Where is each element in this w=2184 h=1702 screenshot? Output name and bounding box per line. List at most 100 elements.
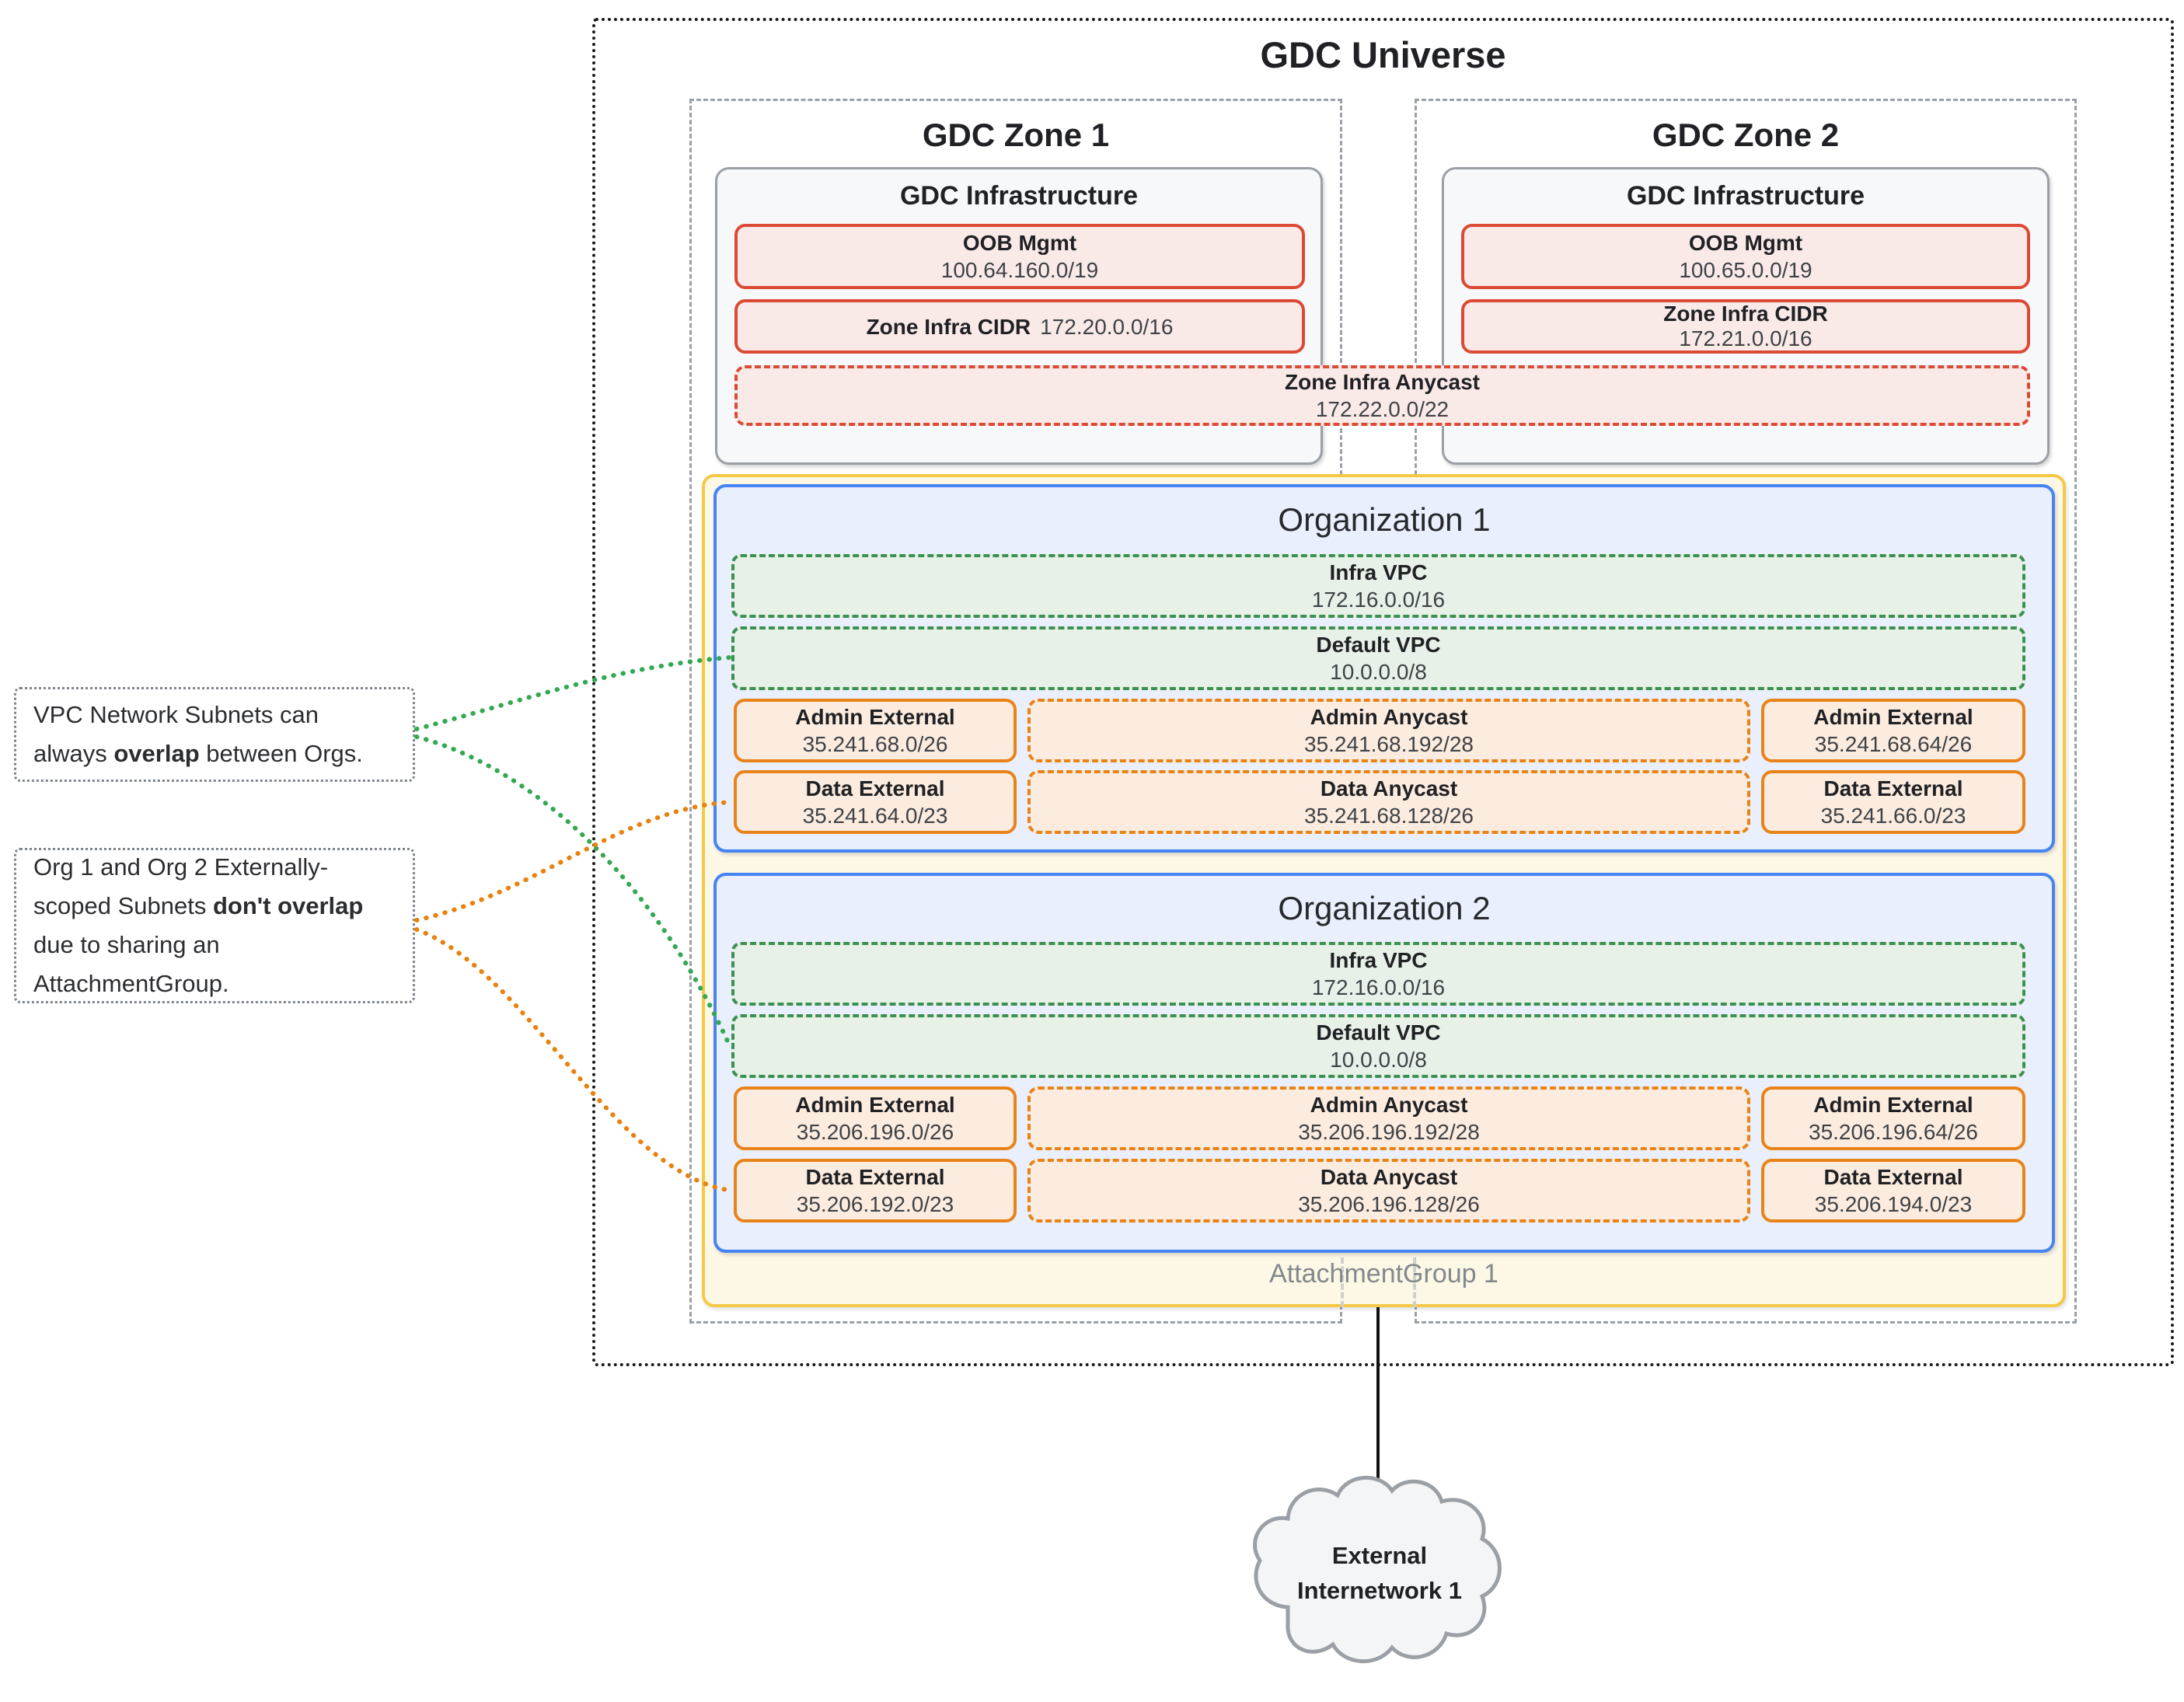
zone2-infra-cidr-box: Zone Infra CIDR 172.21.0.0/16 — [1461, 299, 2030, 354]
org1-data-external-left-box: Data External 35.241.64.0/23 — [734, 770, 1017, 834]
org1-default-vpc-label: Default VPC — [1316, 633, 1441, 657]
org1-data-anycast-label: Data Anycast — [1320, 776, 1458, 800]
org2-data-external-left-box: Data External 35.206.192.0/23 — [734, 1159, 1017, 1222]
org2-admin-anycast-label: Admin Anycast — [1310, 1093, 1468, 1117]
green-connector-org2 — [414, 734, 732, 1048]
cloud-shape — [1253, 1475, 1502, 1664]
org2-data-external-right-box: Data External 35.206.194.0/23 — [1761, 1159, 2025, 1222]
org2-default-vpc-box: Default VPC 10.0.0.0/8 — [731, 1014, 2025, 1078]
zone2-infrastructure-title-text: GDC Infrastructure — [1626, 180, 1865, 211]
external-internetwork-line1: External — [1331, 1542, 1428, 1570]
org1-data-anycast-box: Data Anycast 35.241.68.128/26 — [1027, 770, 1750, 834]
zone2-infrastructure-title: GDC Infrastructure — [1442, 179, 2050, 213]
gdc-zone-1-title: GDC Zone 1 — [689, 115, 1342, 155]
annotation-no-overlap-text: Org 1 and Org 2 Externally-scoped Subnet… — [33, 853, 364, 998]
zone1-infra-cidr-label: Zone Infra CIDR — [866, 314, 1031, 339]
org2-admin-external-right-box: Admin External 35.206.196.64/26 — [1761, 1086, 2025, 1150]
org1-admin-external-right-box: Admin External 35.241.68.64/26 — [1761, 699, 2025, 762]
annotation-overlap-note: VPC Network Subnets can always overlap b… — [14, 687, 415, 782]
zone2-infra-cidr-value: 172.21.0.0/16 — [1679, 326, 1812, 351]
org1-data-external-right-box: Data External 35.241.66.0/23 — [1761, 770, 2025, 834]
org1-infra-vpc-box: Infra VPC 172.16.0.0/16 — [731, 554, 2025, 618]
org1-infra-vpc-label: Infra VPC — [1329, 560, 1428, 584]
gdc-universe-box — [592, 18, 2174, 1366]
annotation-overlap-text: VPC Network Subnets can always overlap b… — [33, 700, 363, 767]
annotation-no-overlap-bold: don't overlap — [212, 891, 364, 919]
organization2-title: Organization 2 — [713, 886, 2055, 931]
zone-infra-anycast-box: Zone Infra Anycast 172.22.0.0/22 — [734, 365, 2030, 426]
attachment-group-label-text: AttachmentGroup 1 — [1269, 1258, 1498, 1289]
org2-data-external-left-label: Data External — [805, 1165, 945, 1189]
org1-admin-anycast-cidr: 35.241.68.192/28 — [1304, 732, 1474, 756]
zone1-border-stub — [1341, 1257, 1344, 1307]
zone1-infra-cidr-value: 172.20.0.0/16 — [1040, 314, 1174, 339]
annotation-overlap-bold: overlap — [113, 740, 200, 767]
org2-data-anycast-label: Data Anycast — [1320, 1165, 1458, 1189]
org2-data-anycast-box: Data Anycast 35.206.196.128/26 — [1027, 1159, 1750, 1222]
zone1-oob-mgmt-box: OOB Mgmt 100.64.160.0/19 — [734, 224, 1305, 289]
org1-admin-anycast-box: Admin Anycast 35.241.68.192/28 — [1027, 699, 1750, 762]
zone2-oob-cidr: 100.65.0.0/19 — [1679, 258, 1812, 282]
org2-default-vpc-cidr: 10.0.0.0/8 — [1330, 1048, 1427, 1072]
zone2-infra-cidr-label: Zone Infra CIDR — [1663, 301, 1828, 326]
org1-admin-external-left-cidr: 35.241.68.0/26 — [802, 732, 948, 756]
org1-admin-external-left-label: Admin External — [795, 705, 955, 729]
orange-connector-org1 — [414, 800, 734, 922]
org1-infra-vpc-cidr: 172.16.0.0/16 — [1311, 588, 1446, 612]
org2-infra-vpc-cidr: 172.16.0.0/16 — [1311, 975, 1446, 999]
zone1-infra-cidr-line: Zone Infra CIDR 172.20.0.0/16 — [867, 313, 1174, 340]
zone1-infrastructure-title-text: GDC Infrastructure — [899, 180, 1139, 211]
zone2-oob-mgmt-box: OOB Mgmt 100.65.0.0/19 — [1461, 224, 2030, 289]
annotation-no-overlap-note: Org 1 and Org 2 Externally-scoped Subnet… — [14, 848, 415, 1003]
external-internetwork-line2: Internetwork 1 — [1297, 1577, 1462, 1604]
zone-infra-anycast-cidr: 172.22.0.0/22 — [1315, 397, 1450, 421]
org2-infra-vpc-box: Infra VPC 172.16.0.0/16 — [731, 942, 2025, 1006]
organization1-title: Organization 1 — [713, 497, 2055, 542]
zone-infra-anycast-label: Zone Infra Anycast — [1284, 370, 1480, 394]
org2-admin-external-right-cidr: 35.206.196.64/26 — [1809, 1120, 1978, 1144]
org1-data-anycast-cidr: 35.241.68.128/26 — [1304, 804, 1474, 828]
gdc-universe-title-text: GDC Universe — [1260, 33, 1506, 75]
organization2-title-text: Organization 2 — [1278, 890, 1491, 926]
org2-admin-anycast-box: Admin Anycast 35.206.196.192/28 — [1027, 1086, 1750, 1150]
org1-admin-external-right-cidr: 35.241.68.64/26 — [1814, 732, 1973, 756]
zone2-border-stub — [1413, 1257, 1416, 1307]
org2-admin-external-left-box: Admin External 35.206.196.0/26 — [734, 1086, 1017, 1150]
org2-default-vpc-label: Default VPC — [1316, 1020, 1441, 1045]
org2-data-external-right-label: Data External — [1823, 1165, 1963, 1189]
org2-admin-external-left-label: Admin External — [795, 1093, 955, 1117]
zone1-infra-cidr-box: Zone Infra CIDR 172.20.0.0/16 — [734, 299, 1305, 354]
zone1-oob-cidr: 100.64.160.0/19 — [940, 258, 1099, 282]
org2-infra-vpc-label: Infra VPC — [1329, 948, 1428, 972]
org2-data-external-left-cidr: 35.206.192.0/23 — [796, 1192, 954, 1216]
gdc-universe-title: GDC Universe — [981, 31, 1785, 78]
attachment-to-cloud-line — [1376, 1307, 1380, 1478]
org1-default-vpc-box: Default VPC 10.0.0.0/8 — [731, 626, 2025, 690]
external-internetwork-label: External Internetwork 1 — [1255, 1535, 1504, 1613]
org1-data-external-right-cidr: 35.241.66.0/23 — [1820, 804, 1966, 828]
gdc-zone-2-title-text: GDC Zone 2 — [1652, 117, 1840, 153]
org2-admin-external-right-label: Admin External — [1813, 1093, 1973, 1117]
external-internetwork-cloud — [1253, 1475, 1502, 1664]
zone2-oob-label: OOB Mgmt — [1688, 231, 1803, 255]
org1-data-external-left-label: Data External — [805, 776, 945, 800]
org2-admin-anycast-cidr: 35.206.196.192/28 — [1298, 1120, 1480, 1144]
attachment-group-label: AttachmentGroup 1 — [702, 1254, 2066, 1293]
org1-default-vpc-cidr: 10.0.0.0/8 — [1330, 660, 1427, 684]
org1-admin-anycast-label: Admin Anycast — [1310, 705, 1468, 729]
zone1-infrastructure-title: GDC Infrastructure — [715, 179, 1323, 213]
org1-admin-external-left-box: Admin External 35.241.68.0/26 — [734, 699, 1017, 762]
gdc-zone-1-title-text: GDC Zone 1 — [922, 117, 1110, 153]
green-connector-org1 — [414, 655, 732, 731]
org2-admin-external-left-cidr: 35.206.196.0/26 — [796, 1120, 954, 1144]
orange-connector-org2 — [414, 927, 734, 1193]
org2-data-anycast-cidr: 35.206.196.128/26 — [1298, 1192, 1480, 1216]
organization1-title-text: Organization 1 — [1278, 501, 1491, 538]
org1-data-external-left-cidr: 35.241.64.0/23 — [802, 804, 948, 828]
gdc-zone-2-title: GDC Zone 2 — [1415, 115, 2077, 155]
org1-data-external-right-label: Data External — [1823, 776, 1963, 800]
org1-admin-external-right-label: Admin External — [1813, 705, 1973, 729]
org2-data-external-right-cidr: 35.206.194.0/23 — [1814, 1192, 1973, 1216]
